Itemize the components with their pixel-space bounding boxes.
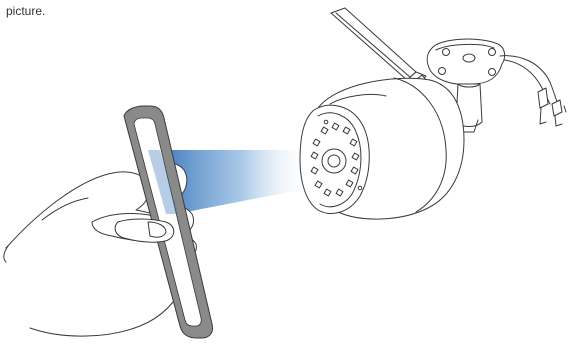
- wall-mount: [426, 38, 506, 133]
- ir-led-ring: [310, 122, 360, 197]
- security-camera: [299, 7, 567, 220]
- caption-fragment: picture.: [6, 4, 46, 18]
- camera-front: [299, 104, 370, 214]
- camera-cables: [499, 55, 567, 127]
- smartphone: [123, 105, 213, 339]
- thumb: [114, 218, 175, 243]
- antenna-icon: [330, 7, 429, 90]
- scan-beam: [158, 150, 310, 214]
- phone-screen: [133, 117, 202, 327]
- camera-lens-icon: [321, 148, 347, 174]
